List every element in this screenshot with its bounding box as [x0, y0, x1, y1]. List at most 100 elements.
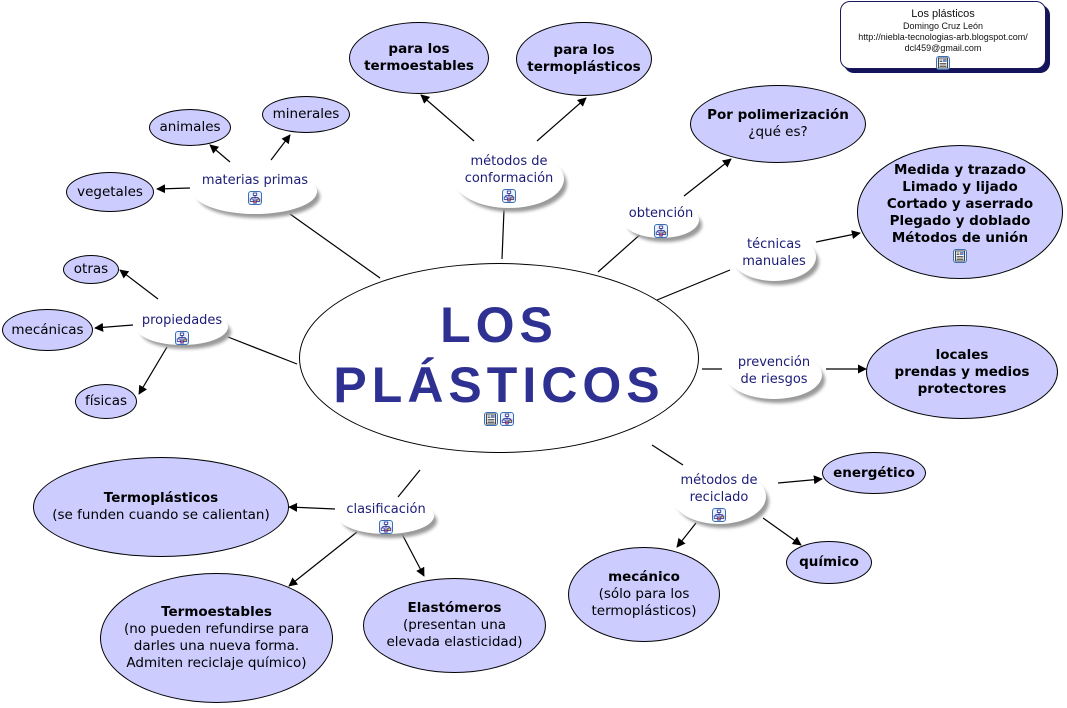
- link-phrase-text: obtención: [628, 206, 694, 221]
- arrow-to-fisicas: [138, 346, 168, 395]
- concept-title: Cortado y aserrado: [886, 195, 1034, 212]
- icon-row: [653, 223, 669, 238]
- arrow-to-termoplasticos: [288, 502, 336, 512]
- concept-title: para los: [553, 42, 615, 58]
- link-materias-primas[interactable]: materias primas: [193, 169, 317, 214]
- concept-text: mecánicas: [11, 321, 84, 338]
- concept-termoplasticos[interactable]: Termoplásticos(se funden cuando se calie…: [33, 457, 289, 557]
- concept-title: protectores: [917, 380, 1007, 397]
- main-title-line1: LOS: [440, 296, 558, 353]
- link-clasificacion[interactable]: clasificación: [338, 498, 434, 534]
- concept-text: elevada elasticidad): [386, 634, 523, 650]
- link-phrase-text: materias primas: [201, 173, 309, 188]
- submap-hierarchy-icon[interactable]: [379, 520, 393, 534]
- concept-title: termoplásticos: [527, 59, 641, 75]
- icon-row: [174, 330, 190, 345]
- concept-text: animales: [159, 119, 221, 135]
- concept-text: (se funden cuando se calientan): [52, 507, 270, 523]
- resource-document-icon[interactable]: [484, 411, 498, 426]
- submap-hierarchy-icon[interactable]: [175, 331, 189, 345]
- concept-text: darles una nueva forma.: [133, 638, 300, 654]
- line-main-materias: [289, 213, 381, 279]
- icon-row: [247, 190, 263, 205]
- line-main-propiedades: [227, 336, 298, 365]
- concept-title: energético: [833, 464, 915, 481]
- link-phrase-text: propiedades: [141, 313, 223, 328]
- arrow-to-energetico: [777, 475, 823, 485]
- concept-title: locales: [935, 346, 989, 363]
- resource-document-icon[interactable]: [936, 56, 950, 70]
- line-main-clasificacion: [397, 469, 421, 498]
- concept-text: (presentan una: [402, 617, 507, 633]
- concept-minerales[interactable]: minerales: [262, 96, 350, 133]
- concept-quimico[interactable]: químico: [786, 541, 872, 584]
- arrow-to-vegetales: [156, 184, 191, 194]
- concept-text: (no pueden refundirse para: [123, 621, 310, 637]
- icon-row: [952, 248, 968, 263]
- concept-polimerizacion[interactable]: Por polimerización¿qué es?: [690, 85, 866, 163]
- map-info-box: Los plásticos Domingo Cruz León http://n…: [840, 1, 1046, 70]
- concept-otras[interactable]: otras: [63, 255, 119, 284]
- concept-title: Limado y lijado: [902, 178, 1018, 195]
- arrow-to-minerales: [270, 134, 291, 161]
- line-main-tecnicas: [656, 269, 731, 301]
- submap-hierarchy-icon[interactable]: [500, 411, 514, 426]
- arrow-to-termoestables: [288, 531, 358, 587]
- resource-document-icon[interactable]: [953, 248, 967, 263]
- concept-title: Termoplásticos: [103, 490, 219, 506]
- main-concept[interactable]: LOS PLÁSTICOS: [299, 263, 699, 453]
- info-url[interactable]: http://niebla-tecnologias-arb.blogspot.c…: [858, 32, 1028, 42]
- info-email[interactable]: dcl459@gmail.com: [904, 43, 982, 53]
- link-phrase-text: prevención: [737, 355, 811, 370]
- main-title-line2: PLÁSTICOS: [333, 356, 665, 413]
- concept-fisicas[interactable]: físicas: [75, 384, 137, 419]
- arrow-to-elastomeros: [401, 533, 425, 577]
- concept-mecanicas[interactable]: mecánicas: [2, 309, 93, 351]
- link-phrase-text: conformación: [464, 171, 554, 186]
- concept-title: para los: [388, 41, 450, 57]
- info-author: Domingo Cruz León: [902, 21, 984, 31]
- line-main-obtencion: [597, 231, 644, 273]
- concept-energetico[interactable]: energético: [822, 452, 926, 494]
- arrow-to-mecanicas: [94, 322, 134, 332]
- submap-hierarchy-icon[interactable]: [502, 189, 516, 203]
- link-propiedades[interactable]: propiedades: [136, 309, 228, 345]
- concept-text: (sólo para los: [598, 586, 690, 602]
- link-metodos-conformacion[interactable]: métodos de conformación: [454, 150, 564, 208]
- concept-vegetales[interactable]: vegetales: [66, 172, 154, 212]
- arrow-to-polimerizacion: [683, 158, 732, 197]
- concept-title: Elastómeros: [407, 600, 502, 616]
- link-phrase-text: manuales: [742, 254, 806, 269]
- link-phrase-text: métodos de: [470, 154, 548, 169]
- submap-hierarchy-icon[interactable]: [654, 224, 668, 238]
- arrow-to-animales: [209, 144, 231, 163]
- concept-title: mecánico: [608, 569, 680, 585]
- link-phrase-text: clasificación: [346, 502, 426, 517]
- icon-row: [378, 519, 394, 534]
- concept-text: minerales: [272, 106, 340, 122]
- line-main-conformacion: [501, 209, 505, 260]
- link-obtencion[interactable]: obtención: [623, 202, 699, 238]
- submap-hierarchy-icon[interactable]: [248, 191, 262, 205]
- submap-hierarchy-icon[interactable]: [712, 508, 726, 522]
- concept-animales[interactable]: animales: [149, 109, 231, 146]
- concept-text: termoplásticos): [591, 603, 697, 619]
- concept-title: Termoestables: [161, 604, 272, 620]
- arrow-to-otras: [119, 269, 159, 300]
- link-phrase-text: métodos de: [680, 473, 758, 488]
- icon-row: [501, 188, 517, 203]
- concept-text: otras: [73, 261, 109, 277]
- arrow-to-quimico: [762, 517, 802, 546]
